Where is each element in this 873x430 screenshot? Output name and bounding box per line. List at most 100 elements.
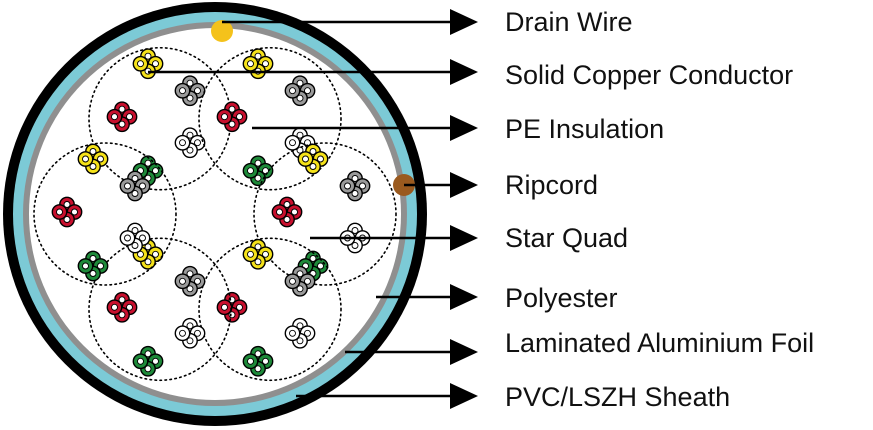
copper-conductor bbox=[283, 201, 291, 208]
star-quad bbox=[132, 345, 164, 377]
copper-conductor bbox=[89, 148, 97, 155]
copper-conductor bbox=[144, 52, 152, 60]
star-quad bbox=[242, 345, 274, 377]
drain-wire bbox=[211, 20, 233, 42]
star-quad bbox=[174, 317, 206, 349]
copper-conductor bbox=[118, 296, 126, 304]
star-quad bbox=[174, 265, 206, 297]
copper-conductor bbox=[344, 182, 351, 190]
arrow-star-quad bbox=[450, 225, 478, 251]
copper-conductor bbox=[186, 270, 194, 278]
arrow-pe-insulation bbox=[450, 115, 478, 141]
star-quad bbox=[174, 127, 206, 159]
copper-conductor bbox=[179, 277, 186, 285]
copper-conductor bbox=[126, 113, 133, 121]
copper-conductor bbox=[194, 329, 201, 337]
star-quad bbox=[284, 75, 316, 107]
copper-conductor bbox=[309, 163, 317, 170]
copper-conductor bbox=[247, 167, 254, 175]
copper-conductor bbox=[179, 329, 186, 337]
star-quad bbox=[77, 143, 109, 175]
copper-conductor bbox=[351, 242, 359, 249]
arrow-drain-wire bbox=[450, 9, 478, 35]
star-quad bbox=[132, 155, 164, 187]
copper-conductor bbox=[317, 262, 324, 270]
copper-conductor bbox=[111, 113, 118, 121]
star-quad bbox=[119, 222, 151, 254]
pair-unit bbox=[33, 142, 177, 286]
copper-conductor bbox=[144, 258, 152, 266]
copper-conductor bbox=[317, 155, 324, 163]
copper-conductor bbox=[254, 365, 262, 373]
copper-conductor bbox=[296, 285, 304, 293]
pair-unit-boundary bbox=[198, 237, 342, 382]
copper-conductor bbox=[304, 277, 311, 285]
star-quad bbox=[297, 143, 329, 175]
star-quad bbox=[271, 196, 303, 228]
copper-conductor bbox=[82, 155, 89, 163]
star-quad bbox=[216, 101, 248, 133]
copper-conductor bbox=[97, 262, 104, 270]
pair-unit bbox=[198, 237, 342, 382]
copper-conductor bbox=[97, 155, 104, 163]
copper-conductor bbox=[247, 357, 254, 365]
copper-conductor bbox=[254, 159, 262, 167]
copper-conductor bbox=[137, 60, 144, 68]
copper-conductor bbox=[89, 270, 97, 277]
copper-conductor bbox=[351, 190, 359, 197]
copper-conductor bbox=[228, 105, 236, 113]
copper-conductor bbox=[262, 60, 269, 68]
copper-conductor bbox=[194, 139, 201, 147]
label-star-quad: Star Quad bbox=[505, 223, 628, 253]
copper-conductor bbox=[254, 350, 262, 358]
copper-conductor bbox=[236, 113, 243, 121]
label-laminated-aluminium-foil: Laminated Aluminium Foil bbox=[505, 328, 814, 358]
copper-conductor bbox=[118, 120, 126, 128]
copper-conductor bbox=[296, 270, 304, 278]
copper-conductor bbox=[179, 87, 186, 95]
star-quad bbox=[51, 196, 83, 228]
copper-conductor bbox=[247, 250, 254, 258]
pair-unit-boundary bbox=[253, 142, 397, 286]
copper-conductor bbox=[89, 255, 97, 262]
arrow-polyester bbox=[450, 284, 478, 310]
copper-conductor bbox=[139, 234, 146, 242]
copper-conductor bbox=[186, 285, 194, 293]
copper-conductor bbox=[144, 365, 152, 373]
copper-conductor bbox=[186, 79, 194, 87]
star-quad bbox=[106, 291, 138, 323]
label-ripcord: Ripcord bbox=[505, 170, 598, 200]
star-quad bbox=[242, 238, 274, 270]
star-quad bbox=[77, 250, 109, 282]
copper-conductor bbox=[296, 131, 304, 139]
leader-lines bbox=[148, 20, 455, 398]
copper-conductor bbox=[309, 148, 317, 155]
copper-conductor bbox=[254, 243, 262, 251]
copper-conductor bbox=[291, 208, 298, 216]
copper-conductor bbox=[118, 105, 126, 113]
copper-conductor bbox=[254, 258, 262, 266]
copper-conductor bbox=[359, 182, 366, 190]
label-solid-copper-conductor: Solid Copper Conductor bbox=[505, 60, 793, 90]
copper-conductor bbox=[221, 113, 228, 121]
arrow-laminated-aluminium-foil bbox=[450, 339, 478, 365]
pair-unit-boundary bbox=[33, 142, 177, 286]
copper-conductor bbox=[186, 146, 194, 154]
copper-conductor bbox=[124, 182, 131, 190]
copper-conductor bbox=[63, 216, 71, 223]
pair-unit-boundary bbox=[88, 237, 232, 382]
copper-conductor bbox=[194, 87, 201, 95]
copper-conductor bbox=[63, 201, 71, 208]
copper-conductor bbox=[152, 357, 159, 365]
arrow-solid-copper-conductor bbox=[450, 59, 478, 85]
star-quad bbox=[284, 317, 316, 349]
copper-conductor bbox=[152, 250, 159, 258]
copper-conductor bbox=[56, 208, 63, 216]
cable-core-space bbox=[29, 28, 401, 400]
copper-conductor bbox=[82, 262, 89, 270]
copper-conductor bbox=[186, 131, 194, 139]
label-drain-wire: Drain Wire bbox=[505, 7, 633, 37]
copper-conductor bbox=[89, 163, 97, 170]
copper-conductor bbox=[296, 322, 304, 330]
